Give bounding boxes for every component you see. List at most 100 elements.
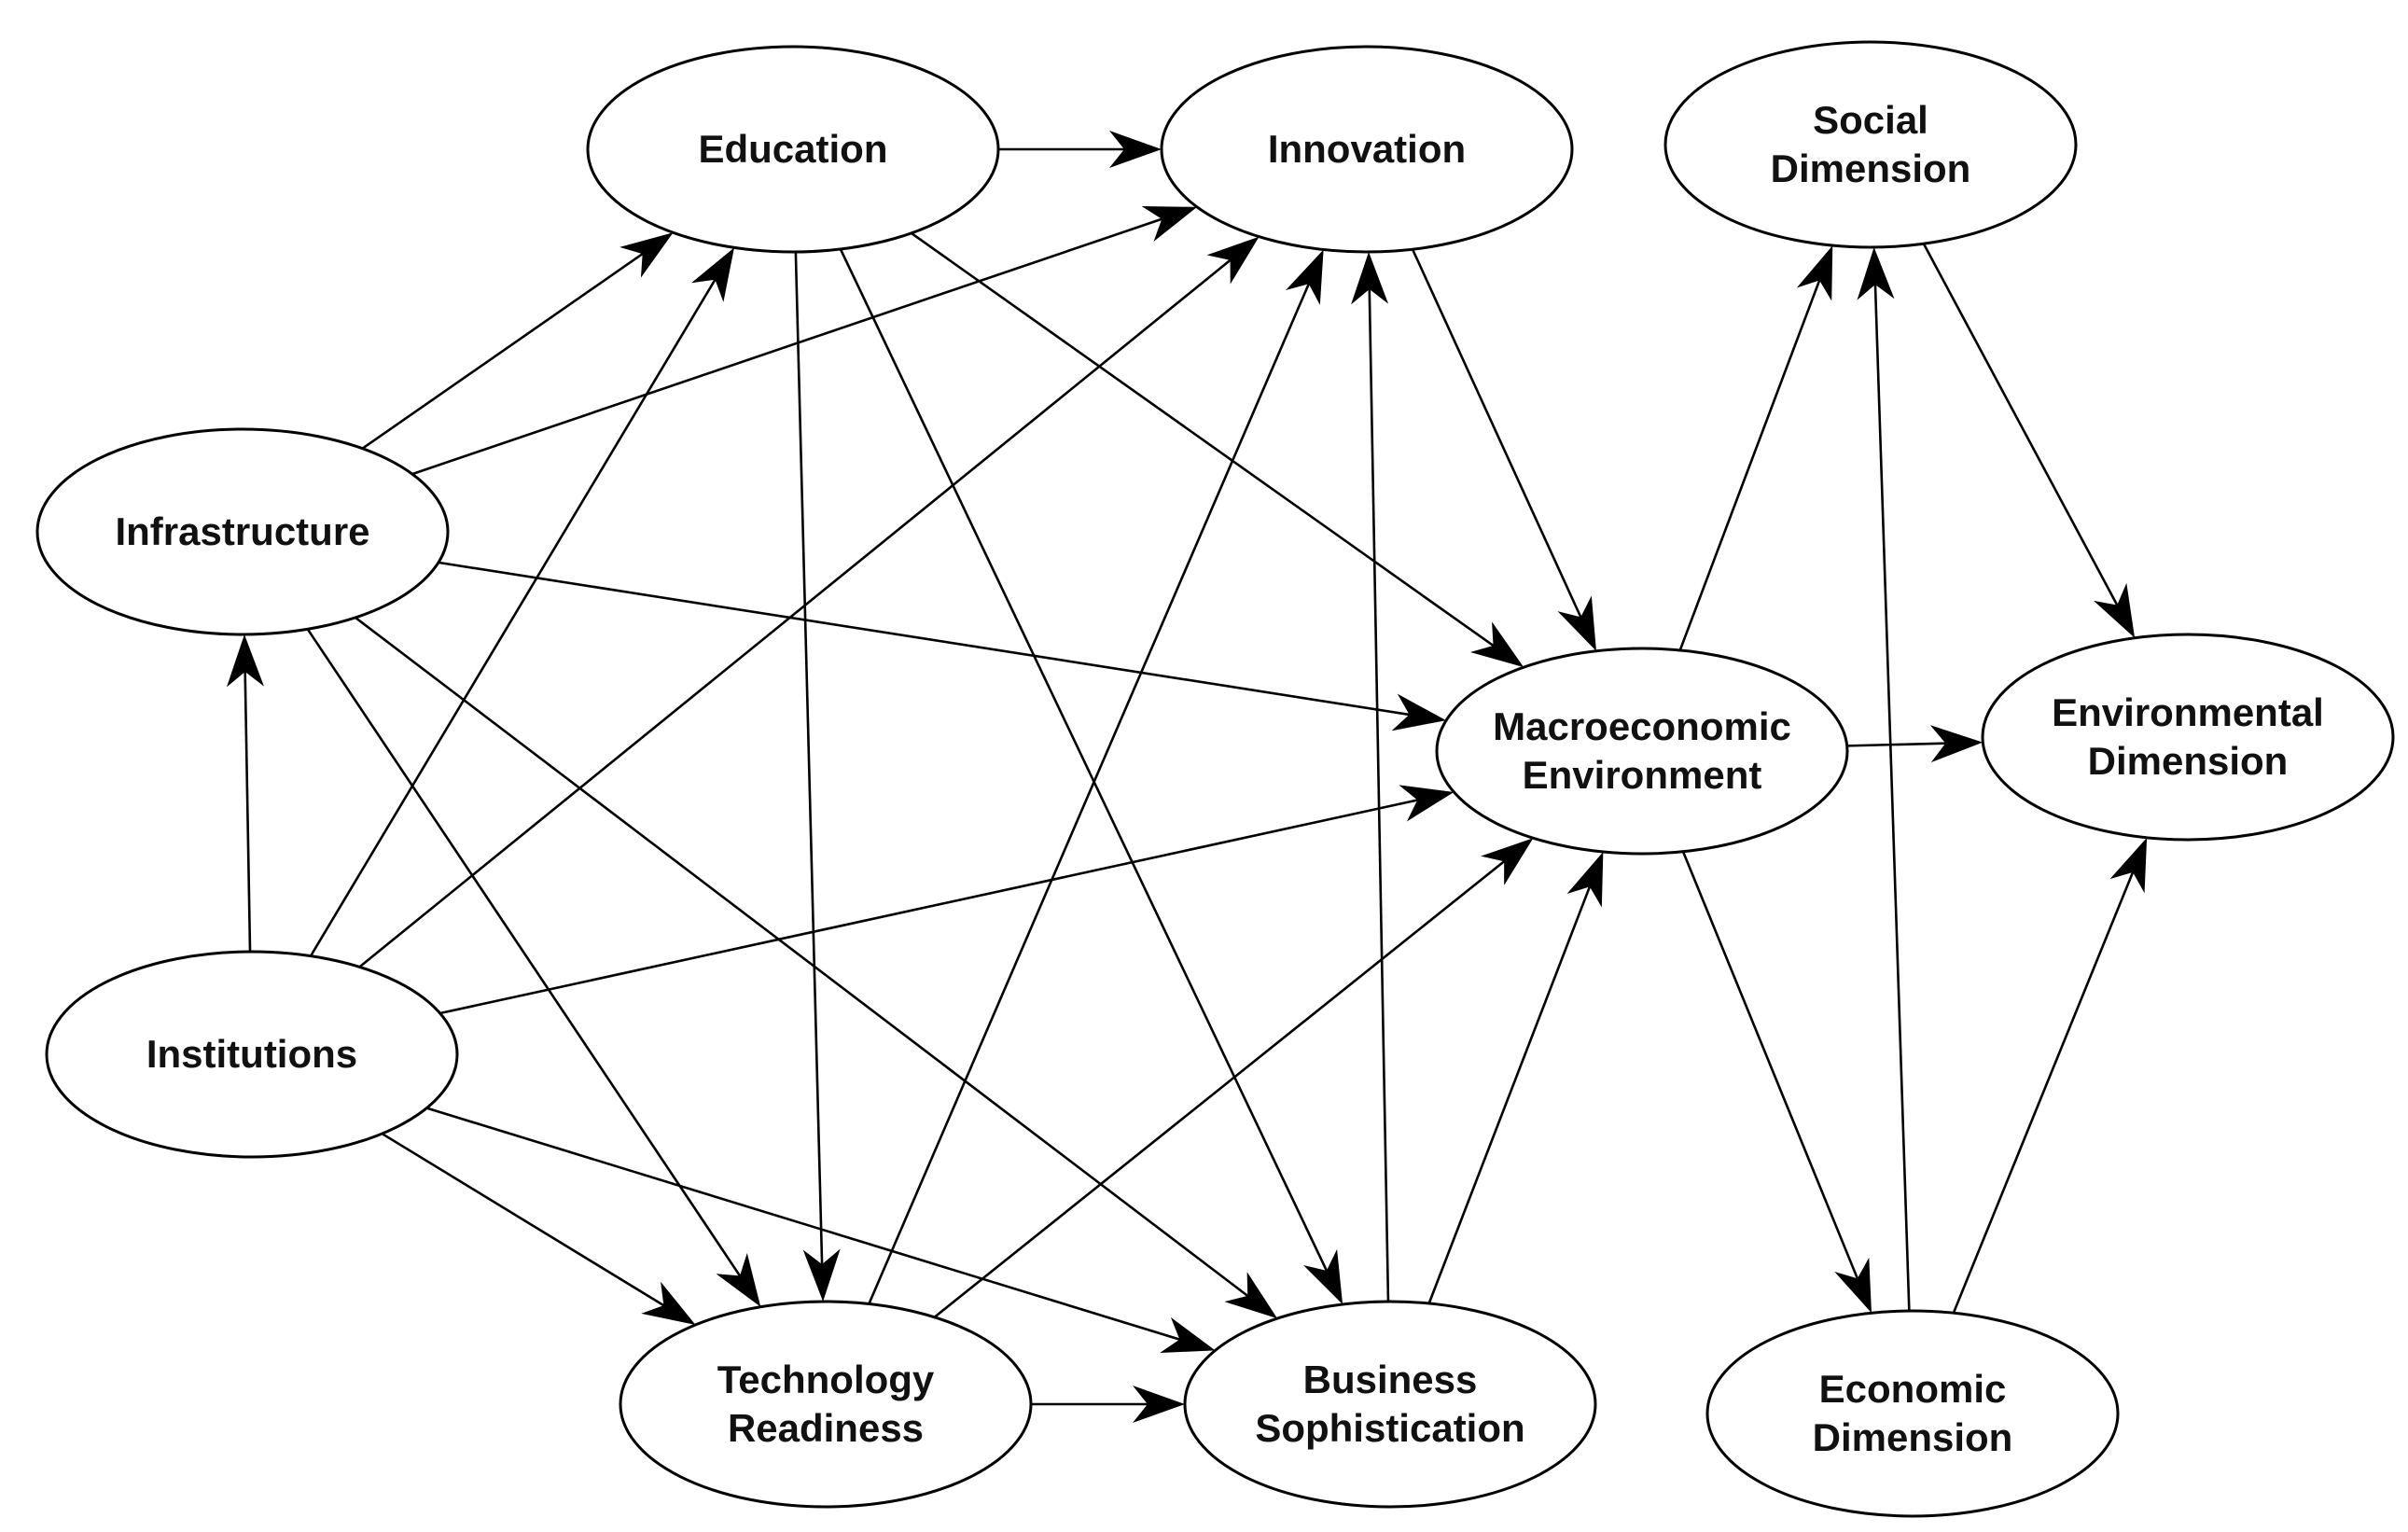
edge-line — [1846, 742, 1946, 747]
edge-economic-to-social — [1857, 246, 1911, 1312]
node-label: Macroeconomic — [1493, 704, 1791, 748]
arrowhead-icon — [619, 232, 674, 278]
arrowhead-icon — [1557, 595, 1596, 651]
arrowhead-icon — [641, 1281, 696, 1325]
edge-social-to-environmental — [1922, 243, 2136, 638]
edge-innovation-to-macro — [1411, 248, 1596, 651]
node-ellipse — [1705, 1309, 2120, 1518]
edge-infrastructure-to-business — [355, 616, 1278, 1319]
node-label: Infrastructure — [115, 509, 369, 553]
edge-business-to-innovation — [1351, 251, 1390, 1302]
arrowhead-icon — [1469, 621, 1524, 668]
node-label: Education — [698, 127, 887, 171]
node-label: Readiness — [728, 1406, 924, 1450]
edge-line — [361, 253, 644, 450]
node-label: Economic — [1819, 1367, 2007, 1411]
arrowhead-icon — [1160, 1316, 1216, 1354]
edge-infrastructure-to-education — [361, 232, 674, 450]
edge-macro-to-economic — [1681, 851, 1872, 1314]
node-ellipse — [35, 427, 450, 636]
arrowhead-icon — [2109, 837, 2148, 894]
arrowhead-icon — [1566, 852, 1604, 908]
edge-education-to-technology — [794, 251, 841, 1302]
node-label: Social — [1813, 98, 1928, 142]
node-infrastructure: Infrastructure — [35, 427, 450, 636]
node-ellipse — [1981, 633, 2395, 842]
edge-line — [1427, 885, 1592, 1304]
edge-line — [306, 628, 742, 1277]
edge-line — [1952, 871, 2135, 1314]
edge-line — [839, 248, 1329, 1272]
node-ellipse — [1183, 1300, 1597, 1509]
edge-line — [1873, 284, 1911, 1312]
arrowhead-icon — [1796, 245, 1833, 301]
arrowhead-icon — [1399, 785, 1455, 822]
edge-line — [868, 283, 1310, 1304]
node-label: Dimension — [1771, 146, 1971, 190]
edge-infrastructure-to-innovation — [411, 205, 1198, 476]
arrowhead-icon — [1141, 205, 1198, 242]
arrowhead-icon — [1929, 725, 1983, 763]
edge-line — [1411, 248, 1582, 618]
arrowhead-icon — [1133, 1386, 1185, 1423]
node-label: Business — [1303, 1358, 1478, 1401]
arrowhead-icon — [1481, 838, 1534, 885]
edge-institutions-to-education — [309, 247, 734, 957]
arrowhead-icon — [1302, 1248, 1343, 1304]
edge-line — [358, 258, 1232, 968]
node-ellipse — [1160, 45, 1574, 254]
arrowhead-icon — [1857, 246, 1895, 300]
arrowhead-icon — [2094, 582, 2136, 638]
edge-education-to-innovation — [998, 131, 1162, 168]
node-label: Environment — [1523, 753, 1762, 797]
edge-line — [244, 671, 252, 953]
node-ellipse — [1663, 40, 2078, 249]
edge-line — [439, 799, 1418, 1015]
node-innovation: Innovation — [1160, 45, 1574, 254]
edge-line — [309, 279, 717, 957]
edge-line — [933, 860, 1505, 1318]
node-institutions: Institutions — [45, 950, 459, 1159]
arrowhead-icon — [1391, 693, 1447, 731]
edge-line — [1922, 243, 2119, 606]
node-ellipse — [586, 45, 1000, 254]
node-ellipse — [45, 950, 459, 1159]
arrowhead-icon — [1224, 1272, 1278, 1319]
node-label: Technology — [717, 1358, 935, 1401]
edge-line — [1681, 851, 1859, 1279]
node-education: Education — [586, 45, 1000, 254]
edge-institutions-to-business — [426, 1107, 1216, 1354]
arrowhead-icon — [226, 634, 264, 688]
arrowhead-icon — [691, 247, 734, 302]
edge-technology-to-innovation — [868, 249, 1324, 1304]
edges-layer — [226, 131, 2148, 1423]
edge-technology-to-macro — [933, 838, 1534, 1318]
arrowhead-icon — [1206, 236, 1260, 285]
arrowhead-icon — [1351, 251, 1389, 305]
edge-business-to-macro — [1427, 852, 1604, 1304]
node-label: Innovation — [1268, 127, 1466, 171]
edge-economic-to-environmental — [1952, 837, 2148, 1314]
node-label: Sophistication — [1255, 1406, 1524, 1450]
arrowhead-icon — [802, 1248, 841, 1302]
node-label: Dimension — [1813, 1415, 2013, 1459]
edge-line — [1368, 288, 1390, 1302]
edge-institutions-to-macro — [439, 785, 1455, 1015]
edge-line — [438, 561, 1410, 717]
edge-line — [355, 616, 1249, 1297]
edge-line — [381, 1132, 665, 1307]
edge-line — [411, 217, 1162, 476]
edge-line — [426, 1107, 1180, 1341]
edge-institutions-to-infrastructure — [226, 634, 264, 953]
edge-infrastructure-to-macro — [438, 561, 1447, 731]
node-ellipse — [1435, 647, 1849, 856]
edge-institutions-to-technology — [381, 1132, 696, 1325]
arrowhead-icon — [1109, 131, 1162, 168]
edge-education-to-business — [839, 248, 1343, 1304]
